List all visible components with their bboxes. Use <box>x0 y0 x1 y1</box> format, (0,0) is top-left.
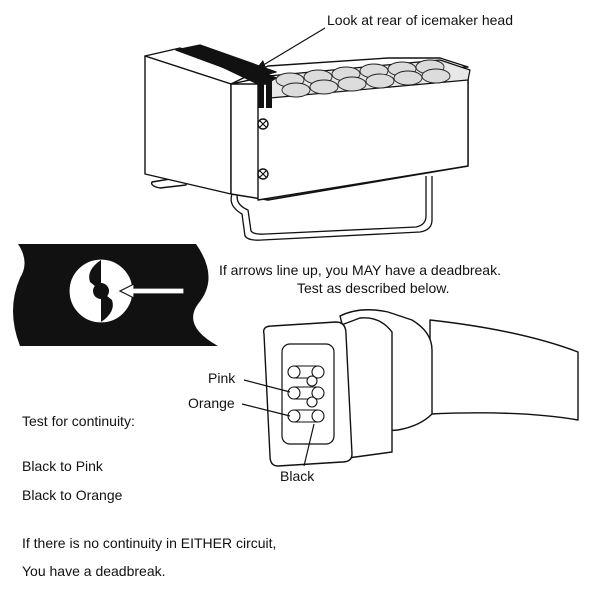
conclusion-line: If there is no continuity in EITHER circ… <box>22 535 277 551</box>
wire-label-orange: Orange <box>188 395 235 411</box>
conclusion-line: You have a deadbreak. <box>22 563 166 579</box>
arrows-line-up-note: If arrows line up, you MAY have a deadbr… <box>219 262 501 278</box>
black-leader <box>303 423 315 467</box>
test-below-note: Test as described below. <box>297 280 450 296</box>
rear-head-arrowhead <box>255 60 266 70</box>
connector-pins <box>287 365 325 423</box>
pink-leader <box>243 379 291 393</box>
rear-head-callout: Look at rear of icemaker head <box>327 12 513 28</box>
orange-leader <box>241 403 291 417</box>
test-item: Black to Orange <box>22 487 123 503</box>
ice-cubes <box>275 59 451 98</box>
test-item: Black to Pink <box>22 458 103 474</box>
test-title: Test for continuity: <box>22 413 135 429</box>
icemaker-illustration <box>144 44 471 241</box>
wire-label-pink: Pink <box>208 370 236 386</box>
rear-head-pointer <box>259 27 326 68</box>
connector-plug <box>262 309 579 467</box>
wire-label-black: Black <box>280 468 315 484</box>
deadbreak-indicator <box>13 244 218 346</box>
